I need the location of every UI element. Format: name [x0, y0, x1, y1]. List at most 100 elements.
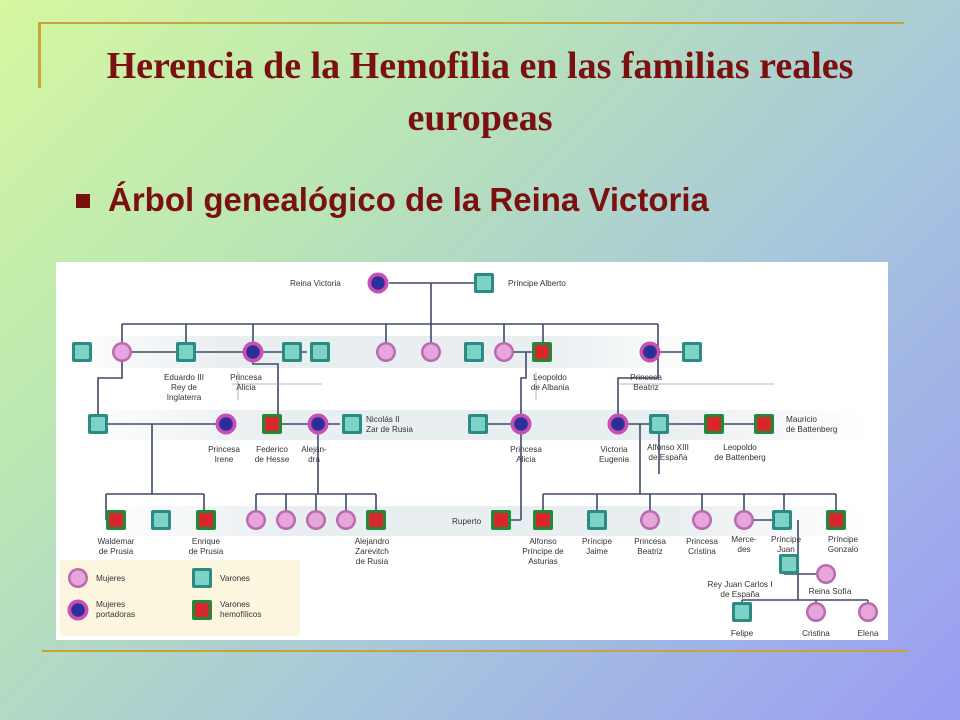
label-alejandro: Alejandro: [355, 537, 390, 546]
female-symbol: [806, 602, 826, 622]
svg-text:Rey de: Rey de: [171, 383, 197, 392]
svg-text:de Albania: de Albania: [531, 383, 570, 392]
label-leopoldo-battenberg: Leopoldo: [723, 443, 757, 452]
svg-text:Eugenia: Eugenia: [599, 455, 629, 464]
svg-text:Príncipe de: Príncipe de: [522, 547, 564, 556]
label-elena: Elena: [858, 629, 879, 638]
label-felipe: Felipe: [731, 629, 754, 638]
male-symbol: [88, 414, 108, 434]
label-nicolas: Nicolás II: [366, 415, 400, 424]
male-symbol: [342, 414, 362, 434]
label-cristina: Cristina: [802, 629, 830, 638]
legend-carrier-icon: [67, 599, 89, 621]
svg-text:Gonzalo: Gonzalo: [828, 545, 859, 554]
slide-title: Herencia de la Hemofilia en las familias…: [106, 45, 854, 139]
svg-text:Alicia: Alicia: [236, 383, 256, 392]
label-irene: Princesa: [208, 445, 240, 454]
svg-text:portadoras: portadoras: [96, 610, 135, 619]
legend-label-portadoras: Mujeres: [96, 600, 125, 609]
label-eduardo: Eduardo III: [164, 373, 204, 382]
svg-text:Inglaterra: Inglaterra: [167, 393, 202, 402]
svg-text:de España: de España: [648, 453, 688, 462]
carrier-female-symbol: [510, 413, 532, 435]
female-symbol: [306, 510, 326, 530]
svg-text:de Hesse: de Hesse: [255, 455, 290, 464]
label-alicia-mid: Princesa: [510, 445, 542, 454]
female-symbol: [246, 510, 266, 530]
female-symbol: [858, 602, 878, 622]
male-symbol: [282, 342, 302, 362]
svg-text:hemofílicos: hemofílicos: [220, 610, 261, 619]
svg-text:Juan: Juan: [777, 545, 795, 554]
legend-label-mujeres: Mujeres: [96, 574, 125, 583]
legend-female-icon: [68, 568, 88, 588]
male-symbol: [474, 273, 494, 293]
label-principe-alberto: Príncipe Alberto: [508, 279, 566, 288]
label-alicia-top: Princesa: [230, 373, 262, 382]
svg-text:de Battenberg: de Battenberg: [714, 453, 766, 462]
female-symbol: [421, 342, 441, 362]
carrier-female-symbol: [215, 413, 237, 435]
svg-text:Beatriz: Beatriz: [633, 383, 658, 392]
female-symbol: [494, 342, 514, 362]
label-reina-sofia: Reina Sofía: [809, 587, 852, 596]
label-juan: Príncipe: [771, 535, 801, 544]
hemophilic-male-symbol: [491, 510, 511, 530]
svg-text:Asturias: Asturias: [528, 557, 558, 566]
bullet-square-icon: [76, 194, 90, 208]
hemophilic-male-symbol: [196, 510, 216, 530]
label-gonzalo: Príncipe: [828, 535, 858, 544]
hemophilic-male-symbol: [262, 414, 282, 434]
svg-text:Cristina: Cristina: [688, 547, 716, 556]
label-victoria-eugenia: Victoria: [600, 445, 628, 454]
svg-text:dra: dra: [308, 455, 320, 464]
male-symbol: [732, 602, 752, 622]
female-symbol: [112, 342, 132, 362]
label-waldemar: Waldemar: [97, 537, 134, 546]
label-juan-carlos: Rey Juan Carlos I: [707, 580, 772, 589]
female-symbol: [640, 510, 660, 530]
male-symbol: [310, 342, 330, 362]
females: [112, 342, 878, 622]
legend-hemophilic-icon: [192, 600, 212, 620]
legend: Mujeres Mujeres portadoras Varones Varon…: [60, 560, 300, 636]
male-symbol: [468, 414, 488, 434]
male-symbol: [176, 342, 196, 362]
male-symbol: [779, 554, 799, 574]
label-beatriz-low: Princesa: [634, 537, 666, 546]
label-reina-victoria: Reina Victoria: [290, 279, 341, 288]
carrier-female-symbol: [607, 413, 629, 435]
carrier-female-symbol: [639, 341, 661, 363]
male-symbol: [72, 342, 92, 362]
label-beatriz-top: Princesa: [630, 373, 662, 382]
female-symbol: [336, 510, 356, 530]
male-symbol: [151, 510, 171, 530]
carrier-female-symbol: [367, 272, 389, 294]
svg-text:Irene: Irene: [215, 455, 234, 464]
label-mauricio: Mauricio: [786, 415, 817, 424]
slide-subtitle: Árbol genealógico de la Reina Victoria: [108, 181, 709, 218]
svg-text:de España: de España: [720, 590, 760, 599]
male-symbol: [587, 510, 607, 530]
bullet-item: Árbol genealógico de la Reina Victoria: [76, 176, 709, 224]
svg-text:de Prusia: de Prusia: [99, 547, 134, 556]
hemophilic-male-symbol: [754, 414, 774, 434]
label-leopoldo-albania: Leopoldo: [533, 373, 567, 382]
female-symbol: [276, 510, 296, 530]
male-symbol: [649, 414, 669, 434]
label-pointers: [232, 372, 774, 400]
label-jaime: Príncipe: [582, 537, 612, 546]
male-symbol: [464, 342, 484, 362]
carrier-females: [215, 272, 661, 435]
male-symbol: [772, 510, 792, 530]
label-alfonso-asturias: Alfonso: [529, 537, 557, 546]
svg-text:Zarevitch: Zarevitch: [355, 547, 389, 556]
svg-text:de Prusia: de Prusia: [189, 547, 224, 556]
svg-text:Jaime: Jaime: [586, 547, 608, 556]
label-alejandra: Alejan-: [301, 445, 327, 454]
accent-rule-bottom: [42, 650, 908, 652]
male-symbol: [682, 342, 702, 362]
family-tree-diagram: Reina Victoria Príncipe Alberto Eduardo …: [56, 262, 888, 640]
female-symbol: [376, 342, 396, 362]
label-enrique: Enrique: [192, 537, 221, 546]
